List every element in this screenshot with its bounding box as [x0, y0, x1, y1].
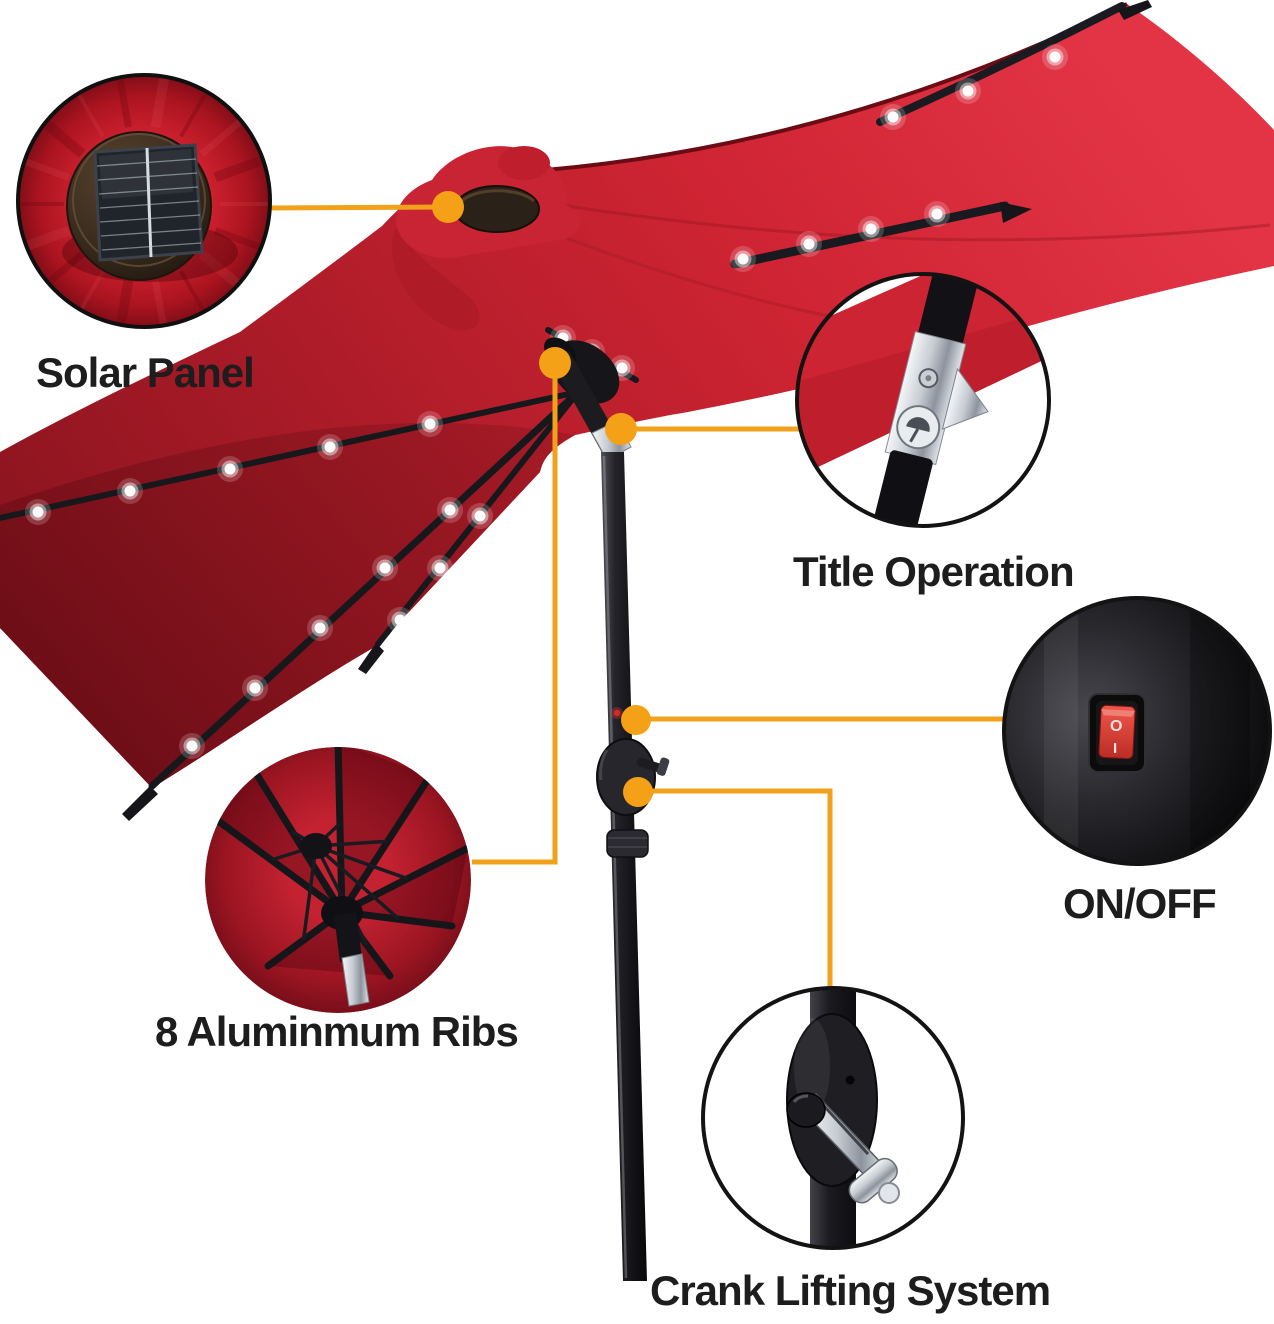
- canopy-finial: [391, 146, 581, 331]
- callout-dot-tilt: [605, 413, 637, 445]
- crank-handle-small: [636, 757, 670, 776]
- callout-dot-on-off: [621, 705, 651, 735]
- callout-circle-ribs: [205, 747, 471, 1013]
- connector-solar-panel: [265, 204, 449, 211]
- connector-ribs: [472, 370, 558, 865]
- callout-circle-on-off: O I: [1002, 596, 1272, 866]
- connector-crank: [642, 788, 833, 986]
- label-tilt-operation: Title Operation: [793, 548, 1075, 595]
- switch-on-mark: I: [1113, 740, 1117, 757]
- callout-dot-ribs: [539, 347, 571, 379]
- callout-circle-solar-panel: [16, 73, 272, 329]
- tilt-joint: [866, 274, 989, 526]
- led-string-lights: [25, 44, 1068, 759]
- callout-dot-solar-panel: [432, 191, 464, 223]
- callout-circle-tilt: [795, 272, 1051, 528]
- callout-dot-crank: [623, 777, 653, 807]
- label-crank-lifting: Crank Lifting System: [650, 1267, 1051, 1314]
- label-aluminum-ribs: 8 Aluminmum Ribs: [155, 1008, 519, 1055]
- umbrella-canopy: [0, 0, 1274, 821]
- umbrella-pole: [551, 351, 670, 1281]
- callout-connector-lines: [265, 204, 1006, 986]
- callout-circle-crank: [701, 986, 965, 1250]
- switch-off-mark: O: [1110, 718, 1122, 735]
- crank-handle-zoom: [786, 1092, 900, 1204]
- label-on-off: ON/OFF: [1063, 880, 1217, 927]
- canopy-underside: [0, 422, 575, 788]
- callout-dots: [432, 191, 653, 807]
- power-switch: O I: [1088, 693, 1146, 773]
- label-solar-panel: Solar Panel: [36, 349, 255, 396]
